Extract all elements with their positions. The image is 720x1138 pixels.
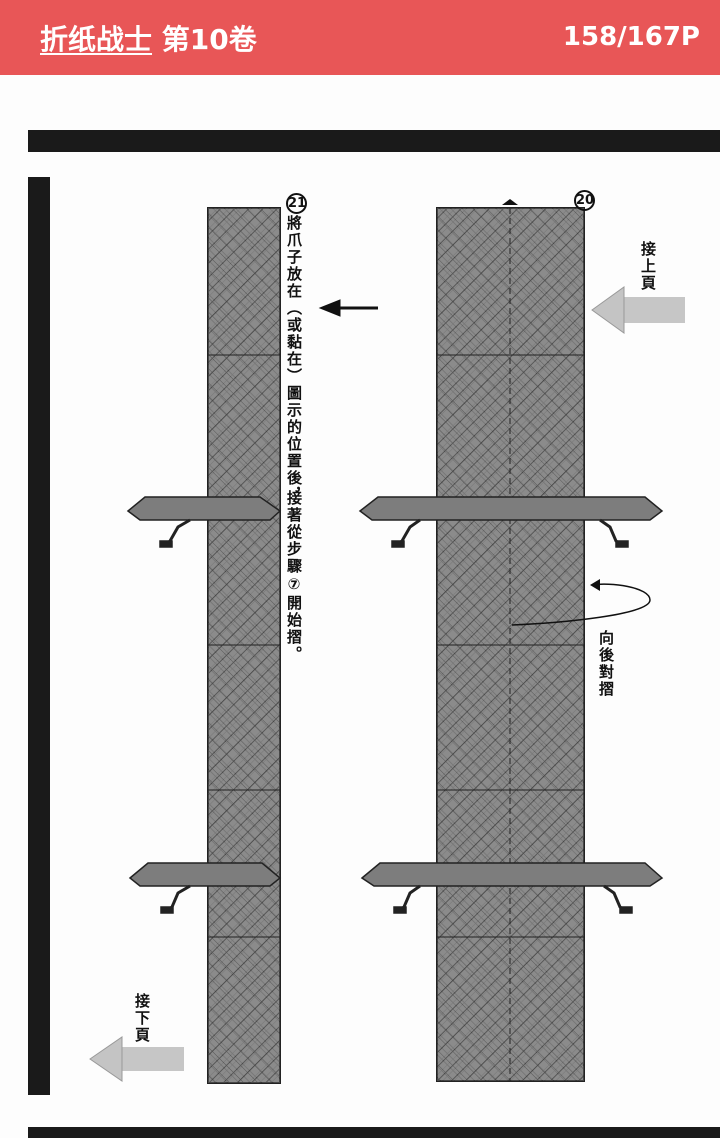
claw-right-upper: [358, 496, 664, 548]
step20-number: 20: [574, 190, 595, 211]
top-band: [28, 130, 720, 152]
left-strip: [207, 207, 281, 1084]
volume-label: 第10卷: [161, 23, 257, 56]
step21-number: 21: [286, 193, 307, 214]
connect-next-arrow: [89, 1036, 184, 1082]
connect-next-label: 接下頁: [133, 993, 151, 1044]
right-strip: [436, 199, 585, 1082]
bottom-band: [28, 1127, 720, 1138]
connect-prev-arrow: [591, 286, 685, 334]
claw-left-upper: [126, 496, 282, 548]
fold-back-label: 向後對摺: [597, 630, 615, 698]
header-title: 折纸战士 第10卷: [40, 18, 257, 58]
book-title-link[interactable]: 折纸战士: [40, 23, 153, 56]
step21-instruction-col2: 接著從步驟⑦開始摺。: [285, 490, 303, 663]
page-indicator: 158/167P: [562, 22, 700, 52]
claw-right-lower: [360, 862, 664, 914]
left-band: [28, 177, 50, 1095]
step21-instruction-col1: 將爪子放在（或黏在）圖示的位置後，: [285, 215, 303, 504]
origami-diagram: [28, 130, 720, 1138]
left-arrow: [318, 299, 378, 317]
page-image[interactable]: 21 將爪子放在（或黏在）圖示的位置後， 接著從步驟⑦開始摺。 20 接上頁 接…: [0, 75, 720, 1138]
connect-prev-label: 接上頁: [639, 241, 657, 292]
claw-left-lower: [128, 862, 282, 914]
fold-back-arrow: [511, 579, 651, 626]
top-bar: 折纸战士 第10卷 158/167P: [0, 0, 720, 75]
